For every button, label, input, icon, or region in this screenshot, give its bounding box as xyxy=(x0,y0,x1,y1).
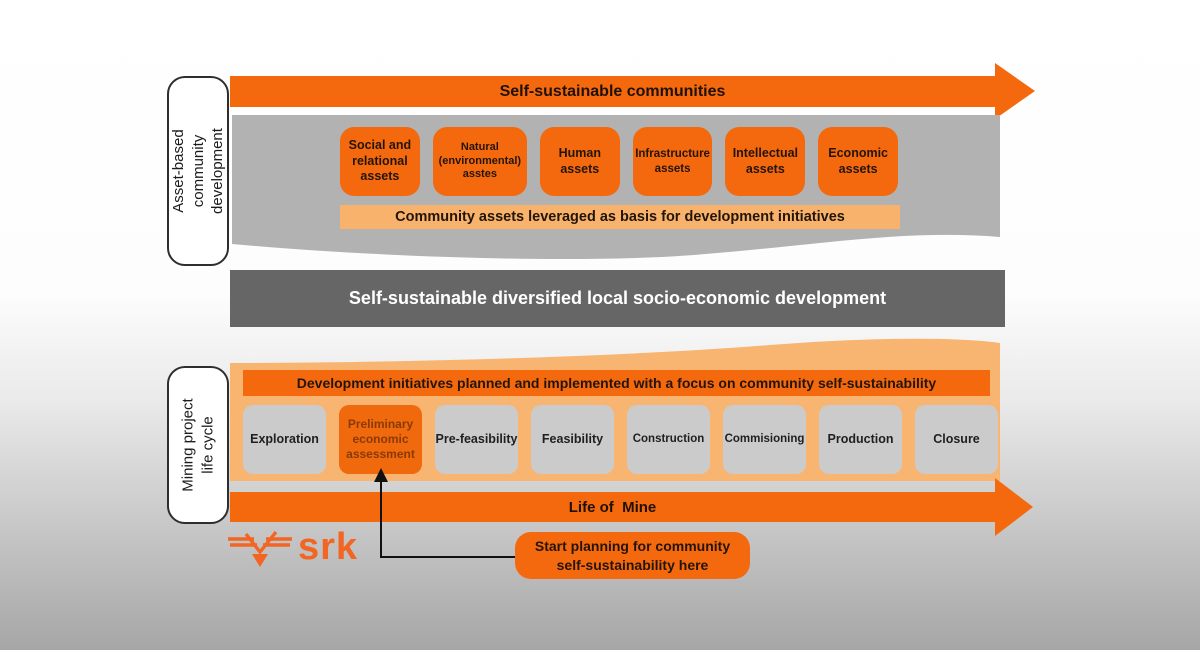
asset-based-community-development-label: Asset-based community development xyxy=(167,76,229,266)
phase-construction: Construction xyxy=(627,405,710,474)
phase-commisioning: Commisioning xyxy=(723,405,806,474)
asset-based-community-development-text: Asset-based community development xyxy=(169,128,226,214)
phase-preliminary-economic-assessment: Preliminary economic assessment xyxy=(339,405,422,474)
development-initiatives-header: Development initiatives planned and impl… xyxy=(243,370,990,396)
phase-production: Production xyxy=(819,405,902,474)
community-assets-row: Social and relational assets Natural (en… xyxy=(340,127,899,196)
start-planning-callout-text: Start planning for community self-sustai… xyxy=(534,538,731,573)
life-of-mine-arrow-label: Life of Mine xyxy=(568,498,657,516)
self-sustainable-communities-arrow: Self-sustainable communities xyxy=(230,76,995,107)
self-sustainable-communities-arrow-label: Self-sustainable communities xyxy=(499,82,726,100)
mining-project-life-cycle-text: Mining project life cycle xyxy=(179,398,217,492)
asset-box-natural-environmental: Natural (environmental) asstes xyxy=(432,127,527,196)
community-assets-leveraged-strip: Community assets leveraged as basis for … xyxy=(340,205,900,229)
phase-pre-feasibility: Pre-feasibility xyxy=(435,405,518,474)
socio-economic-development-band: Self-sustainable diversified local socio… xyxy=(230,270,1005,327)
phase-exploration: Exploration xyxy=(243,405,326,474)
asset-box-economic: Economic assets xyxy=(818,127,899,196)
phase-feasibility: Feasibility xyxy=(531,405,614,474)
asset-box-human: Human assets xyxy=(539,127,620,196)
asset-box-infrastructure: Infrastructure assets xyxy=(632,127,713,196)
asset-box-intellectual: Intellectual assets xyxy=(725,127,806,196)
socio-economic-development-text: Self-sustainable diversified local socio… xyxy=(348,288,887,308)
mining-phases-row: Exploration Preliminary economic assessm… xyxy=(243,405,998,474)
mining-project-life-cycle-label: Mining project life cycle xyxy=(167,366,229,524)
srk-logo-text: srk xyxy=(298,526,359,568)
life-of-mine-arrow: Life of Mine xyxy=(230,492,995,522)
right-arrowhead-icon xyxy=(995,478,1033,536)
right-arrowhead-icon xyxy=(995,63,1035,119)
phase-closure: Closure xyxy=(915,405,998,474)
community-assets-leveraged-text: Community assets leveraged as basis for … xyxy=(395,209,845,225)
connector-arrow xyxy=(374,468,515,558)
asset-box-social-relational: Social and relational assets xyxy=(340,127,420,196)
srk-logo-icon xyxy=(228,531,292,567)
development-initiatives-text: Development initiatives planned and impl… xyxy=(296,375,937,391)
start-planning-callout: Start planning for community self-sustai… xyxy=(515,532,750,579)
